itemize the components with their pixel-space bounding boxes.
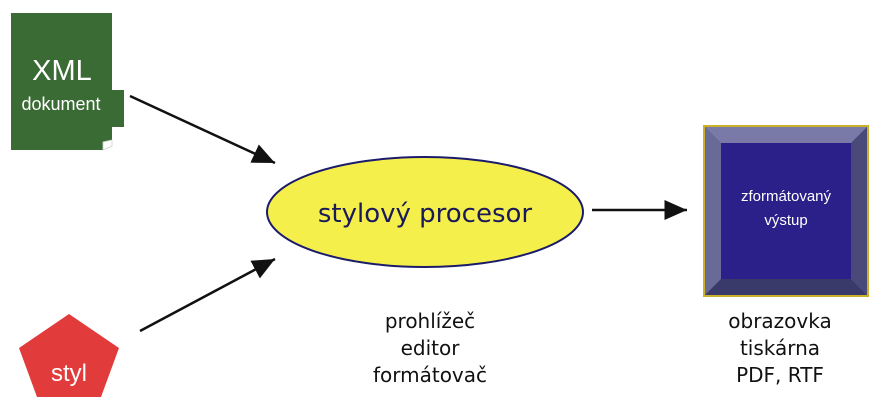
processor-caption: prohlížeč editor formátovač	[340, 308, 520, 389]
output-bevel-top	[705, 127, 867, 143]
output-inner-panel	[721, 143, 851, 279]
style-label: styl	[51, 360, 87, 387]
processor-node: stylový procesor	[266, 156, 584, 268]
output-line2: výstup	[764, 212, 807, 229]
output-bevel-left	[705, 127, 721, 295]
processor-caption-line: prohlížeč	[384, 309, 476, 333]
xml-document-shape	[11, 13, 124, 150]
output-caption-line: obrazovka	[728, 309, 832, 333]
processor-caption-line: formátovač	[372, 363, 488, 387]
style-node: styl	[19, 314, 119, 397]
style-pentagon-shape	[19, 314, 119, 397]
output-bevel-right	[851, 127, 867, 295]
processor-caption-line: editor	[400, 336, 460, 360]
document-fold-corner	[102, 139, 113, 151]
processor-ellipse-shape	[266, 156, 584, 268]
output-caption: obrazovka tiskárna PDF, RTF	[690, 308, 870, 389]
arrow-xml-to-processor	[129, 94, 276, 165]
arrow-style-to-processor	[139, 257, 276, 333]
processor-label: stylový procesor	[318, 199, 533, 229]
output-caption-line: tiskárna	[739, 336, 821, 360]
xml-document-node: XML dokument	[11, 13, 124, 151]
output-line1: zformátovaný	[741, 188, 832, 205]
xml-document-line1: XML	[32, 55, 92, 87]
output-node: zformátovaný výstup	[703, 125, 869, 297]
output-caption-line: PDF, RTF	[736, 363, 824, 387]
xml-document-line2: dokument	[21, 94, 100, 114]
output-bevel-bottom	[705, 279, 867, 295]
